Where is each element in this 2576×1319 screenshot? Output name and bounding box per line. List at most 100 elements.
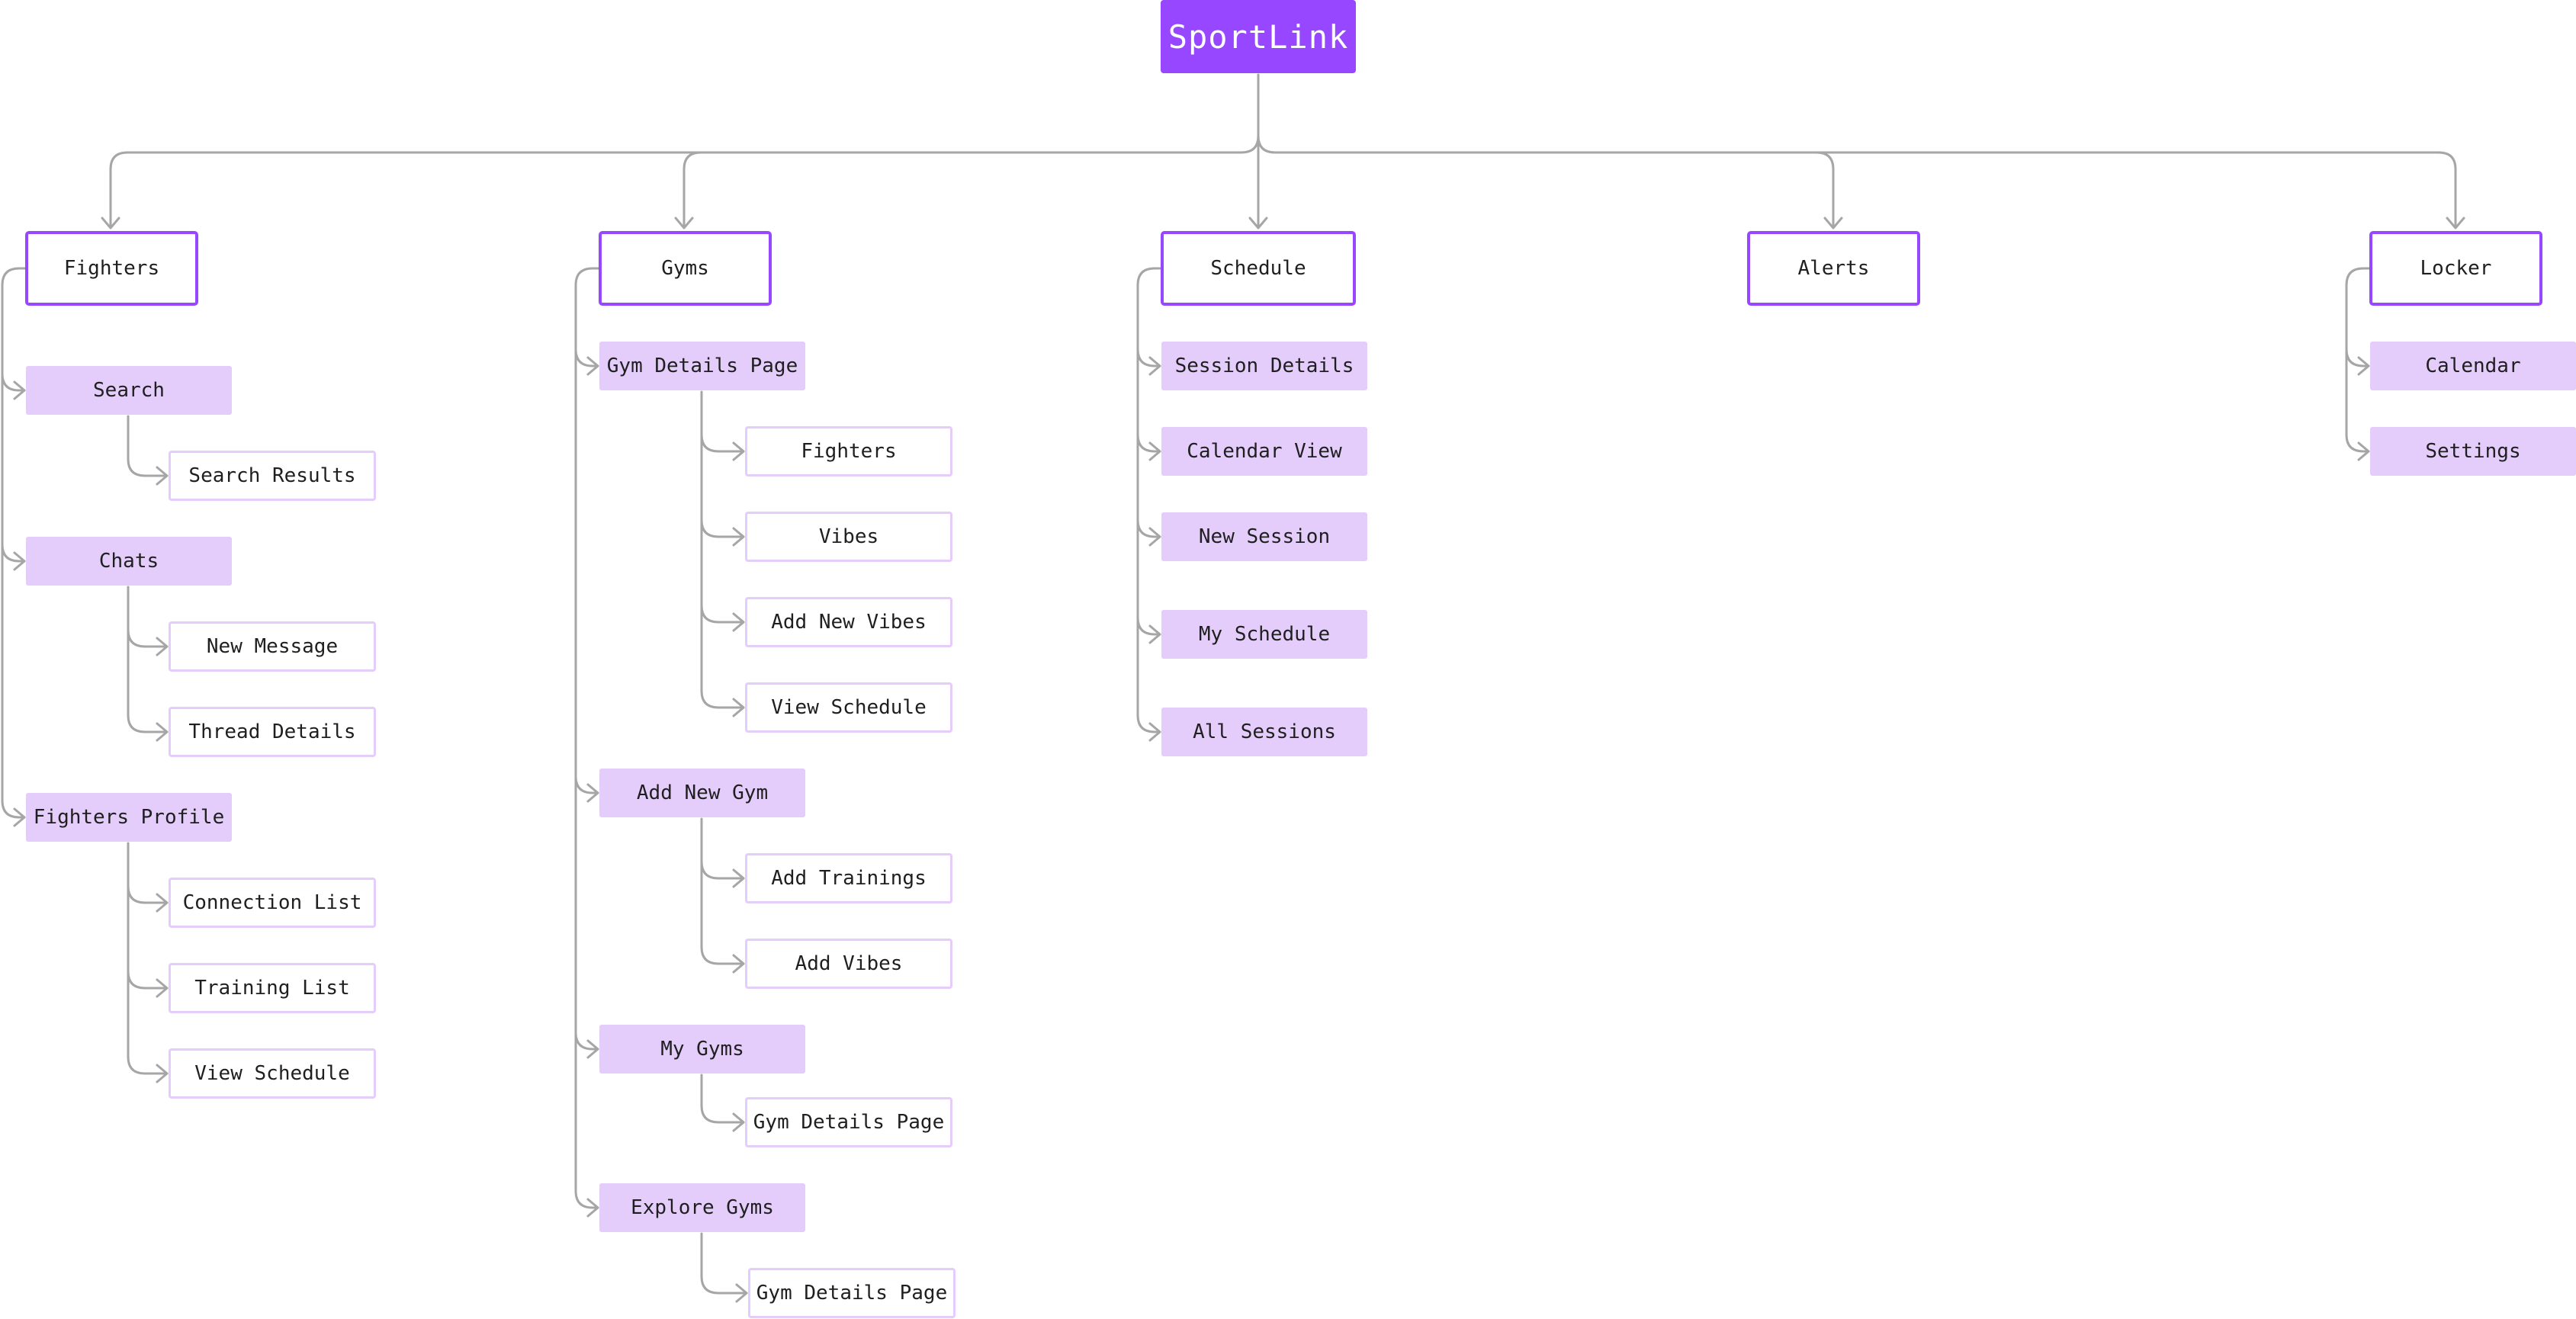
connector-line [700, 831, 745, 880]
arrow-head [732, 868, 745, 888]
connector-line [127, 1026, 169, 1075]
connector-line [127, 586, 169, 648]
arrow-head [586, 1039, 599, 1059]
arrow-head [156, 1064, 169, 1083]
page-settings[interactable]: Settings [2370, 427, 2576, 476]
arrow-head [735, 1283, 748, 1303]
subpage-my-gyms-details[interactable]: Gym Details Page [745, 1097, 952, 1147]
page-explore-gyms[interactable]: Explore Gyms [599, 1183, 805, 1232]
arrow-head [1248, 217, 1268, 229]
section-gyms[interactable]: Gyms [599, 231, 772, 306]
connector-line [2345, 427, 2370, 453]
page-calendar-view[interactable]: Calendar View [1161, 427, 1367, 476]
arrow-head [586, 783, 599, 803]
connector-line [700, 1073, 745, 1124]
connector-line [574, 769, 599, 794]
section-alerts[interactable]: Alerts [1747, 231, 1920, 306]
subpage-new-message[interactable]: New Message [169, 621, 376, 672]
connector-line [1136, 512, 1161, 538]
arrow-head [1148, 527, 1161, 547]
page-my-schedule[interactable]: My Schedule [1161, 610, 1367, 659]
connector-line [127, 415, 169, 477]
section-fighters[interactable]: Fighters [25, 231, 198, 306]
connector-line [700, 404, 745, 453]
connector-line [700, 575, 745, 624]
arrow-head [732, 698, 745, 717]
arrow-head [732, 954, 745, 974]
page-gym-details[interactable]: Gym Details Page [599, 342, 805, 390]
subpage-gym-view-schedule[interactable]: View Schedule [745, 682, 952, 733]
connector-line [1136, 427, 1161, 453]
arrow-head [2446, 217, 2465, 229]
arrow-head [732, 527, 745, 547]
subpage-vibes[interactable]: Vibes [745, 512, 952, 562]
page-new-session[interactable]: New Session [1161, 512, 1367, 561]
subpage-search-results[interactable]: Search Results [169, 451, 376, 501]
connector-line [1136, 610, 1161, 636]
connector-line [127, 855, 169, 904]
subpage-fighters[interactable]: Fighters [745, 426, 952, 477]
page-add-new-gym[interactable]: Add New Gym [599, 769, 805, 817]
arrow-head [1148, 722, 1161, 742]
arrow-head [156, 722, 169, 742]
section-locker[interactable]: Locker [2369, 231, 2542, 306]
arrow-head [2357, 441, 2370, 461]
connector-line [700, 660, 745, 709]
arrow-head [156, 637, 169, 656]
root-node-sportlink[interactable]: SportLink [1161, 0, 1356, 73]
arrow-head [2357, 356, 2370, 376]
page-all-sessions[interactable]: All Sessions [1161, 708, 1367, 756]
arrow-head [1148, 441, 1161, 461]
page-calendar[interactable]: Calendar [2370, 342, 2576, 390]
connector-line [2345, 267, 2371, 436]
connector-line [1815, 151, 1835, 229]
arrow-head [13, 551, 26, 571]
page-fighters-profile[interactable]: Fighters Profile [26, 793, 232, 842]
arrow-head [13, 380, 26, 400]
connector-line [700, 489, 745, 538]
connector-line [574, 342, 599, 367]
subpage-thread-details[interactable]: Thread Details [169, 707, 376, 757]
page-my-gyms[interactable]: My Gyms [599, 1025, 805, 1073]
connector-line [574, 1183, 599, 1209]
subpage-view-schedule[interactable]: View Schedule [169, 1048, 376, 1099]
connector-line [1257, 134, 2457, 229]
arrow-head [1823, 217, 1843, 229]
connector-line [574, 1025, 599, 1051]
arrow-head [674, 217, 694, 229]
subpage-training-list[interactable]: Training List [169, 963, 376, 1013]
connector-line [574, 267, 600, 1192]
section-schedule[interactable]: Schedule [1161, 231, 1356, 306]
arrow-head [1148, 624, 1161, 644]
connector-line [127, 647, 169, 733]
connector-line [700, 1232, 748, 1295]
subpage-add-new-vibes[interactable]: Add New Vibes [745, 597, 952, 647]
arrow-head [586, 356, 599, 376]
connector-line [1, 267, 27, 802]
arrow-head [13, 807, 26, 827]
arrow-head [156, 978, 169, 998]
connector-line [1136, 342, 1161, 367]
connector-line [1, 366, 26, 392]
page-chats[interactable]: Chats [26, 537, 232, 586]
arrow-head [101, 217, 120, 229]
connector-line [109, 134, 1260, 229]
subpage-add-vibes[interactable]: Add Vibes [745, 939, 952, 989]
connector-line [127, 941, 169, 990]
arrow-head [732, 1112, 745, 1132]
connector-line [2345, 342, 2370, 367]
page-search[interactable]: Search [26, 366, 232, 415]
page-session-details[interactable]: Session Details [1161, 342, 1367, 390]
connector-line [1, 537, 26, 563]
arrow-head [732, 612, 745, 632]
subpage-explore-gyms-details[interactable]: Gym Details Page [748, 1268, 956, 1318]
arrow-head [156, 466, 169, 486]
arrow-head [732, 441, 745, 461]
subpage-connection-list[interactable]: Connection List [169, 878, 376, 928]
subpage-add-trainings[interactable]: Add Trainings [745, 853, 952, 903]
arrow-head [156, 893, 169, 913]
arrow-head [586, 1198, 599, 1218]
connector-line [1136, 708, 1161, 733]
